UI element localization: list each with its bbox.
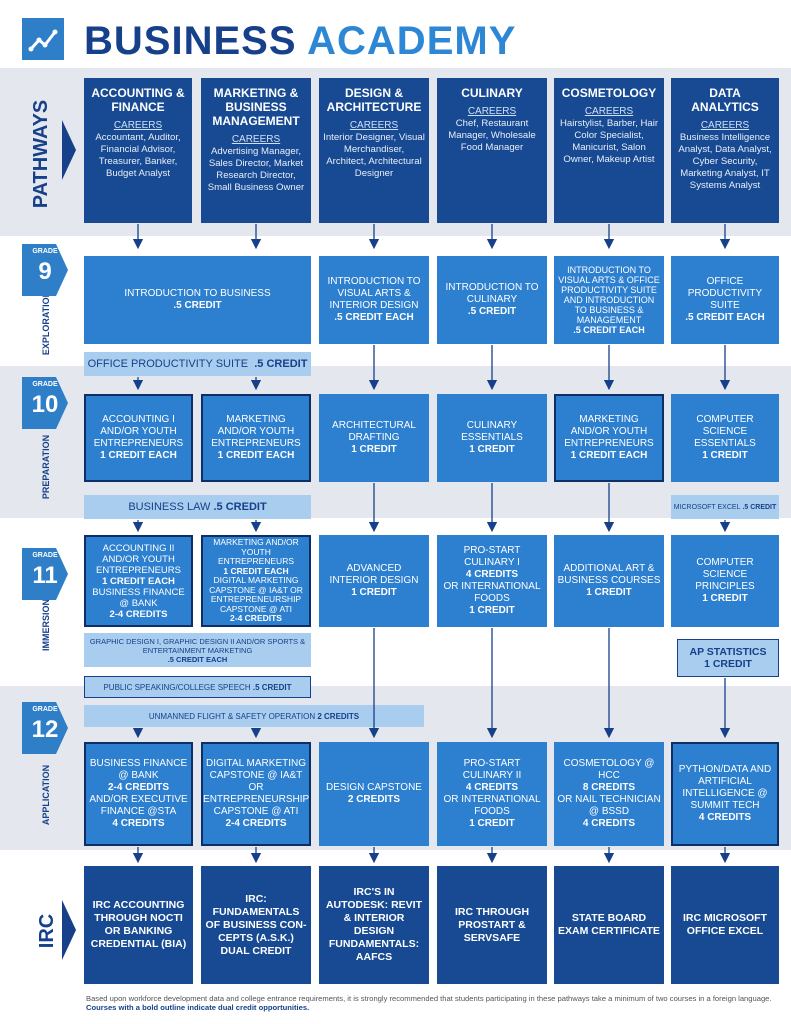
pathway-data-analytics: DATA ANALYTICS CAREERS Business Intellig…	[671, 78, 779, 223]
pathway-title: MARKETING & BUSINESS MANAGEMENT	[212, 86, 300, 128]
pathway-title: DESIGN & ARCHITECTURE	[326, 86, 422, 114]
careers-list: Accountant, Auditor, Financial Advisor, …	[95, 132, 181, 179]
careers-label: CAREERS	[700, 120, 750, 131]
course-intro-business: INTRODUCTION TO BUSINESS.5 CREDIT	[84, 256, 311, 344]
page-title: BUSINESS ACADEMY	[84, 19, 517, 63]
bar-unmanned-flight: UNMANNED FLIGHT & SAFETY OPERATION 2 CRE…	[84, 705, 424, 727]
careers-list: Advertising Manager, Sales Director, Mar…	[207, 146, 305, 193]
bar-public-speaking: PUBLIC SPEAKING/COLLEGE SPEECH .5 CREDIT	[84, 676, 311, 698]
grade11-badge: GRADE 11	[22, 548, 68, 600]
irc-microsoft-excel: IRC MICROSOFT OFFICE EXCEL	[671, 866, 779, 984]
pathway-culinary: CULINARY CAREERS Chef, Restaurant Manage…	[437, 78, 547, 223]
footer-note: Based upon workforce development data an…	[86, 994, 772, 1012]
careers-list: Interior Designer, Visual Merchandiser, …	[323, 132, 425, 179]
careers-label: CAREERS	[467, 106, 517, 117]
pathways-chevron-icon	[62, 120, 76, 180]
grade12-badge: GRADE 12	[22, 702, 68, 754]
course-digital-marketing-capstone: DIGITAL MARKETING CAPSTONE @ IA&T OR ENT…	[201, 742, 311, 846]
line-chart-icon	[22, 18, 64, 60]
irc-chevron-icon	[62, 900, 76, 960]
irc-state-board: STATE BOARD EXAM CERTIFICATE	[554, 866, 664, 984]
pathway-title: CULINARY	[461, 86, 523, 100]
pathway-marketing: MARKETING & BUSINESS MANAGEMENT CAREERS …	[201, 78, 311, 223]
course-intro-cosmetology: INTRODUCTION TO VISUAL ARTS & OFFICE PRO…	[554, 256, 664, 344]
pathway-title: COSMETOLOGY	[561, 86, 657, 100]
course-intro-visual-arts: INTRODUCTION TO VISUAL ARTS & INTERIOR D…	[319, 256, 429, 344]
bar-graphic-design: GRAPHIC DESIGN I, GRAPHIC DESIGN II AND/…	[84, 633, 311, 667]
irc-autodesk: IRC'S IN AUTODESK: REVIT & INTERIOR DESI…	[319, 866, 429, 984]
grade10-badge: GRADE 10	[22, 377, 68, 429]
irc-prostart: IRC THROUGH PROSTART & SERVSAFE	[437, 866, 547, 984]
course-office-productivity: OFFICE PRODUCTIVITY SUITE.5 CREDIT EACH	[671, 256, 779, 344]
pathway-title: ACCOUNTING & FINANCE	[91, 86, 185, 114]
pathway-cosmetology: COSMETOLOGY CAREERS Hairstylist, Barber,…	[554, 78, 664, 223]
irc-business-concepts: IRC: FUNDAMENTALS OF BUSINESS CON-CEPTS …	[201, 866, 311, 984]
course-intro-culinary: INTRODUCTION TO CULINARY.5 CREDIT	[437, 256, 547, 344]
pathway-design: DESIGN & ARCHITECTURE CAREERS Interior D…	[319, 78, 429, 223]
bar-microsoft-excel: MICROSOFT EXCEL .5 CREDIT	[671, 495, 779, 519]
bar-office-productivity: OFFICE PRODUCTIVITY SUITE .5 CREDIT	[84, 352, 311, 376]
careers-label: CAREERS	[231, 134, 281, 145]
careers-list: Business Intelligence Analyst, Data Anal…	[678, 132, 772, 191]
careers-label: CAREERS	[349, 120, 399, 131]
pathway-accounting: ACCOUNTING & FINANCE CAREERS Accountant,…	[84, 78, 192, 223]
careers-list: Chef, Restaurant Manager, Wholesale Food…	[448, 118, 536, 153]
course-python-ai: PYTHON/DATA AND ARTIFICIAL INTELLIGENCE …	[671, 742, 779, 846]
course-accounting-2: ACCOUNTING II AND/OR YOUTH ENTREPRENEURS…	[84, 535, 193, 627]
grade9-badge: GRADE 9	[22, 244, 68, 296]
careers-label: CAREERS	[113, 120, 163, 131]
careers-label: CAREERS	[584, 106, 634, 117]
bar-business-law: BUSINESS LAW .5 CREDIT	[84, 495, 311, 519]
careers-list: Hairstylist, Barber, Hair Color Speciali…	[559, 118, 659, 165]
pathway-title: DATA ANALYTICS	[691, 86, 759, 114]
irc-accounting: IRC ACCOUNTING THROUGH NOCTI OR BANKING …	[84, 866, 193, 984]
